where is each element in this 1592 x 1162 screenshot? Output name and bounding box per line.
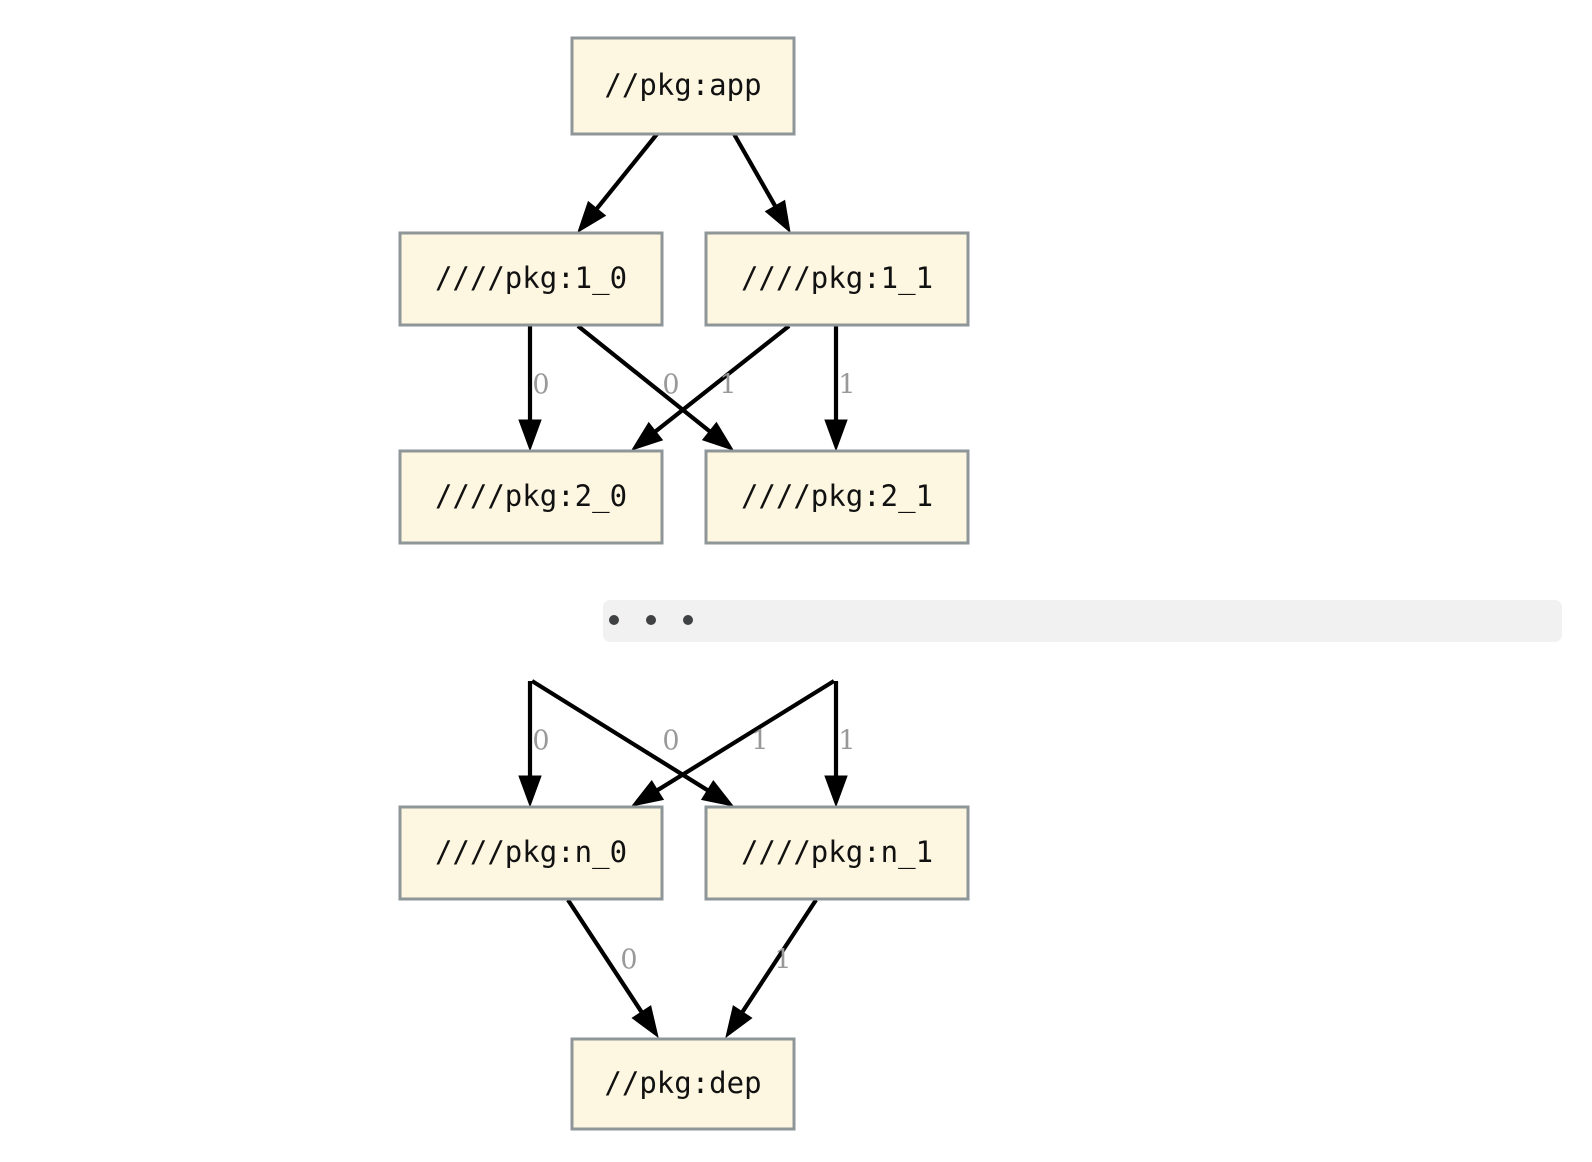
node-label: ////pkg:n_0: [435, 835, 627, 870]
graph-edge: [577, 132, 659, 234]
edge-arrowhead-icon: [725, 1005, 753, 1039]
edge-line: [656, 679, 836, 792]
node-box[interactable]: [704, 231, 970, 327]
edge-line: [595, 132, 659, 210]
ellipsis-separator-bar: [603, 600, 1562, 642]
nodes-layer: //pkg:app ////pkg:1_0 ////pkg:1_1 ////pkg:2…: [398, 36, 970, 1131]
edge-label: 0: [662, 726, 679, 757]
edge-label: 1: [751, 726, 768, 757]
node-box[interactable]: [570, 1037, 796, 1131]
edge-arrowhead-icon: [824, 419, 848, 452]
node-label: ////pkg:n_1: [741, 835, 933, 870]
graph-edge: [824, 326, 848, 452]
edge-label: 0: [532, 726, 549, 757]
node-label: ////pkg:2_1: [741, 479, 933, 514]
graph-edge: [630, 324, 791, 451]
ellipsis-dot-icon: [683, 615, 693, 625]
edge-line: [530, 679, 709, 792]
edges-layer: [518, 132, 848, 1039]
graph-node-dep[interactable]: //pkg:dep: [570, 1037, 796, 1131]
ellipsis-dot-icon: [609, 615, 619, 625]
edge-arrowhead-icon: [630, 421, 664, 451]
node-label: //pkg:app: [604, 68, 761, 102]
graph-node-n1_0[interactable]: ////pkg:1_0: [398, 231, 664, 327]
edge-label: 1: [719, 370, 736, 401]
graph-edge: [630, 679, 836, 807]
edge-arrowhead-icon: [764, 199, 791, 234]
edge-arrowhead-icon: [518, 775, 542, 808]
edge-label: 1: [838, 370, 855, 401]
graph-edge: [725, 898, 818, 1039]
edge-arrowhead-icon: [577, 200, 607, 234]
node-box[interactable]: [398, 805, 664, 901]
edge-line: [576, 324, 711, 433]
separator-layer: [603, 600, 1562, 642]
edge-label: 1: [774, 945, 791, 976]
edge-line: [732, 132, 777, 207]
edge-line: [654, 324, 791, 434]
node-label: ////pkg:1_1: [741, 261, 933, 296]
edge-line: [566, 898, 644, 1014]
edge-arrowhead-icon: [518, 419, 542, 452]
edge-label: 1: [838, 726, 855, 757]
graph-node-n2_0[interactable]: ////pkg:2_0: [398, 449, 664, 545]
edge-labels-layer: 0 0 1 1 0 0 1 1 0 1: [532, 370, 855, 976]
edge-arrowhead-icon: [700, 779, 735, 807]
graph-edge: [576, 324, 735, 451]
graph-edge: [732, 132, 791, 234]
node-box[interactable]: [398, 449, 664, 545]
graph-edge: [518, 326, 542, 452]
node-box[interactable]: [704, 449, 970, 545]
edge-arrowhead-icon: [824, 775, 848, 808]
graph-node-nn_1[interactable]: ////pkg:n_1: [704, 805, 970, 901]
node-label: //pkg:dep: [604, 1066, 761, 1100]
graph-node-n1_1[interactable]: ////pkg:1_1: [704, 231, 970, 327]
node-label: ////pkg:2_0: [435, 479, 627, 514]
graph-edge: [566, 898, 659, 1039]
graph-edge: [530, 679, 735, 807]
graph-edge: [824, 681, 848, 808]
node-box[interactable]: [570, 36, 796, 136]
graph-node-app[interactable]: //pkg:app: [570, 36, 796, 136]
graph-edge: [518, 681, 542, 808]
node-box[interactable]: [704, 805, 970, 901]
node-label: ////pkg:1_0: [435, 261, 627, 296]
edge-arrowhead-icon: [630, 779, 665, 807]
edge-arrowhead-icon: [701, 421, 735, 451]
edge-line: [740, 898, 818, 1014]
edge-arrowhead-icon: [631, 1005, 659, 1039]
node-box[interactable]: [398, 231, 664, 327]
ellipsis-dot-icon: [646, 615, 656, 625]
edge-label: 0: [662, 370, 679, 401]
edge-label: 0: [620, 945, 637, 976]
graph-node-nn_0[interactable]: ////pkg:n_0: [398, 805, 664, 901]
graph-node-n2_1[interactable]: ////pkg:2_1: [704, 449, 970, 545]
edge-label: 0: [532, 370, 549, 401]
